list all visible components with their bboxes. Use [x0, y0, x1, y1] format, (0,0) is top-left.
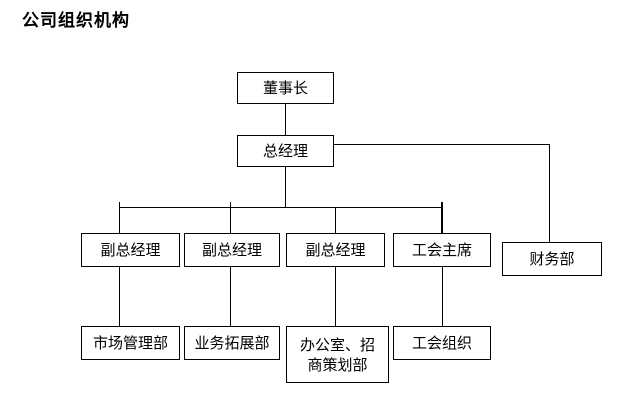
node-business-development-department[interactable]: 业务拓展部 [184, 326, 280, 360]
node-union-chair[interactable]: 工会主席 [393, 233, 491, 267]
node-union-organization[interactable]: 工会组织 [393, 326, 491, 360]
node-vice-general-manager-1[interactable]: 副总经理 [81, 233, 180, 267]
page-title: 公司组织机构 [22, 11, 130, 31]
node-marketing-department[interactable]: 市场管理部 [81, 326, 180, 360]
node-general-manager[interactable]: 总经理 [237, 135, 334, 167]
node-vice-general-manager-2[interactable]: 副总经理 [184, 233, 280, 267]
node-office-recruitment-department[interactable]: 办公室、招 商策划部 [286, 326, 389, 383]
node-chairman[interactable]: 董事长 [237, 72, 334, 104]
node-finance-department[interactable]: 财务部 [502, 242, 602, 276]
connector-gm-finance [334, 144, 550, 243]
node-vice-general-manager-3[interactable]: 副总经理 [286, 233, 385, 267]
